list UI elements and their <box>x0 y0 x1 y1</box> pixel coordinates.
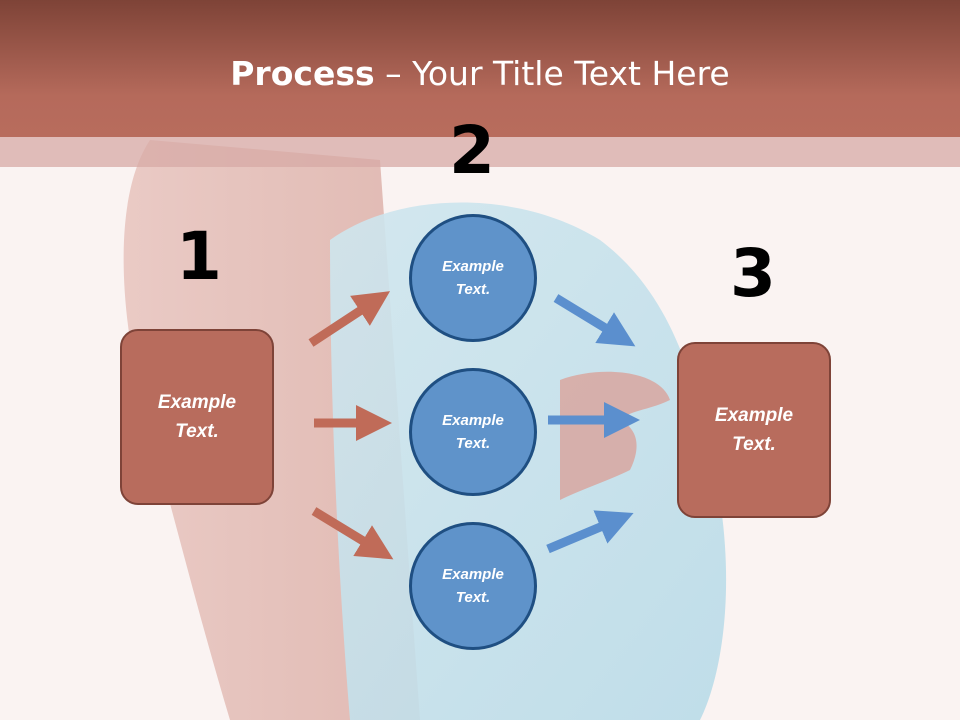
step-number-1: 1 <box>176 218 222 295</box>
circle-bottom-text: Example Text. <box>442 566 504 606</box>
circle-top-text: Example Text. <box>442 258 504 298</box>
step-2-circle-top: Example Text. <box>409 214 537 342</box>
arrow-1-to-bottom <box>311 507 394 560</box>
step-3-text: Example Text. <box>714 405 794 455</box>
step-3-box: Example Text. <box>677 342 831 518</box>
step-1-box: Example Text. <box>120 329 274 505</box>
step-number-3: 3 <box>730 235 776 312</box>
circle-middle-text: Example Text. <box>442 412 504 452</box>
step-2-circle-middle: Example Text. <box>409 368 537 496</box>
title-bar-band <box>0 137 960 167</box>
slide-title: Process – Your Title Text Here <box>0 52 960 96</box>
step-1-text: Example Text. <box>157 392 237 442</box>
arrow-1-to-top <box>308 291 391 347</box>
arrow-bottom-to-3 <box>546 510 634 554</box>
arrow-top-to-3 <box>553 294 636 347</box>
title-bar <box>0 0 960 137</box>
title-rest: – Your Title Text Here <box>374 54 730 93</box>
step-2-circle-bottom: Example Text. <box>409 522 537 650</box>
title-bold: Process <box>230 54 375 93</box>
step-number-2: 2 <box>449 112 495 189</box>
